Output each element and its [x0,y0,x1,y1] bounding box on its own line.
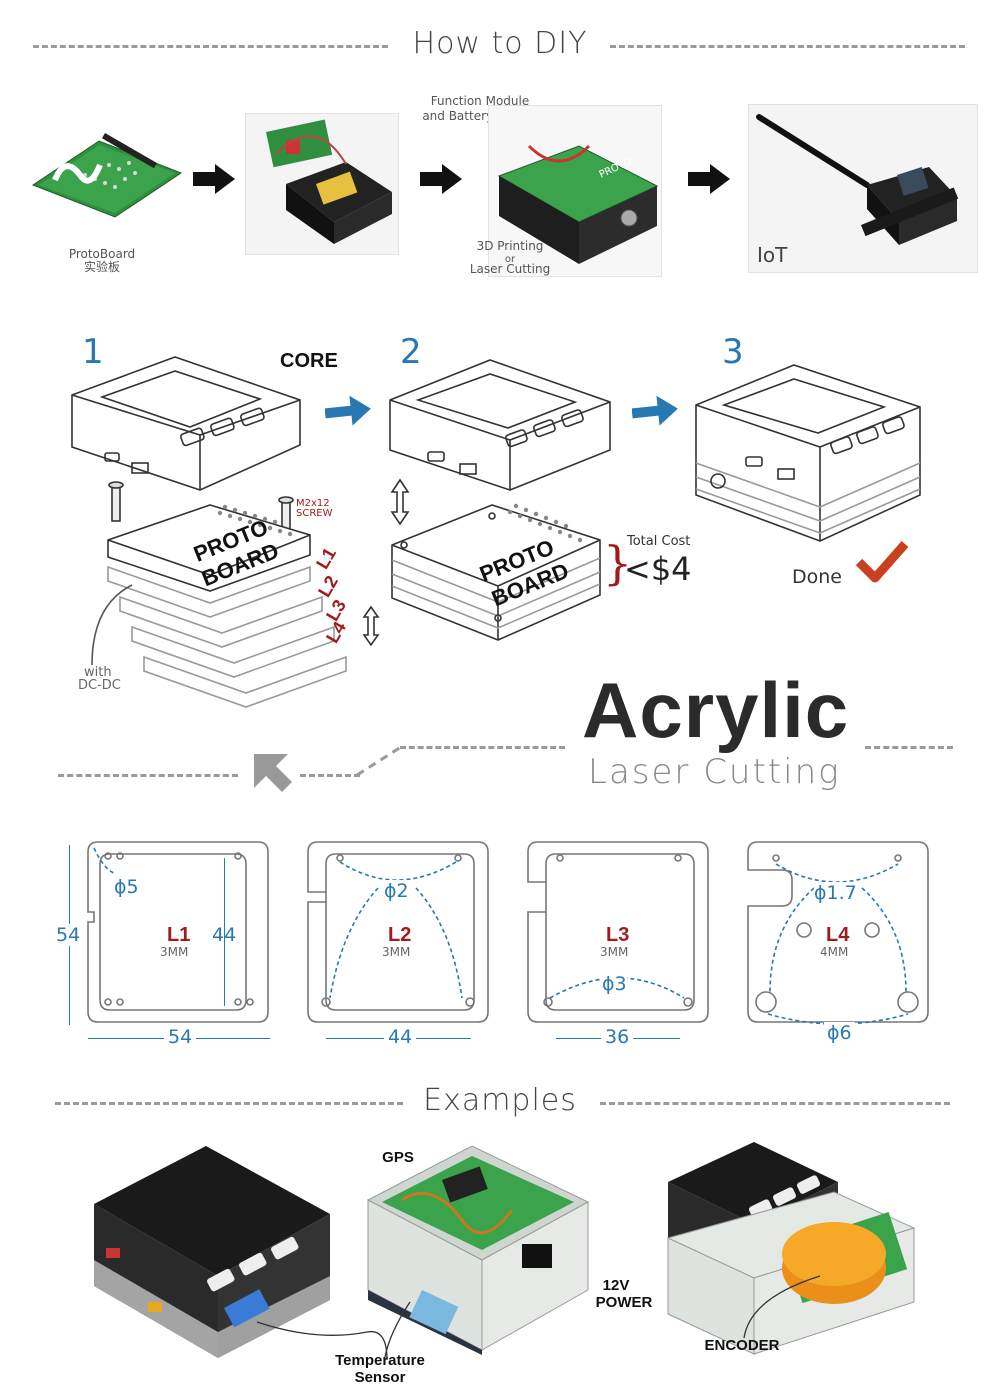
blue-arrow-icon [324,395,371,431]
step-number-3: 3 [722,332,744,372]
plate-l2 [306,840,491,1025]
divider-acrylic-3 [400,746,565,749]
encoder-label: ENCODER [704,1337,780,1354]
divider-acrylic-slant [355,745,405,782]
plate-l4-name: L4 [826,924,850,946]
function-module-caption: Function Module [430,94,530,108]
plate-l4-hole-label: ϕ1.7 [814,882,857,904]
printing-caption-or: or [504,254,516,265]
plate-l2-hole-label: ϕ2 [384,880,409,902]
step3-assembled-diagram [690,345,930,550]
core-with-battery-photo [245,113,399,255]
divider-examples-right [600,1102,950,1105]
cost-value: <$4 [624,550,692,588]
plate-l1-width: 54 [164,1026,197,1048]
temp-label-2: Sensor [354,1369,406,1386]
total-cost-label: Total Cost [627,534,691,549]
acrylic-title: Acrylic [582,666,850,754]
blue-arrow-icon [631,395,678,431]
step-number-2: 2 [400,332,422,372]
iot-label: IoT [757,243,788,267]
step-arrow-icon [193,164,235,199]
dcdc-label: DC-DC [78,678,121,693]
protoboard-photo [25,125,185,225]
example-black-core-photo [88,1140,338,1365]
screw-label-1: M2x12 [296,498,330,509]
plate-l3-name: L3 [606,924,630,946]
plate-l1-name: L1 [167,924,191,946]
protoboard-caption-en: ProtoBoard [68,247,136,261]
plate-l4-thick: 4MM [820,945,849,959]
dcdc-label-with: with [84,665,112,680]
screw-label-2: SCREW [296,508,333,519]
plate-l3-hole-label: ϕ3 [602,973,627,995]
divider-acrylic-1 [58,774,238,777]
divider-examples-left [55,1102,403,1105]
gps-label: GPS [382,1149,414,1166]
done-label: Done [792,566,842,588]
acrylic-subtitle: Laser Cutting [588,752,841,792]
checkmark-icon [855,540,909,589]
plate-l1-thick: 3MM [160,945,189,959]
protoboard-caption-cn: 实验板 [83,260,120,274]
plate-l1-inner-line [224,858,226,1006]
plate-l2-name: L2 [388,924,412,946]
plate-l1 [86,840,271,1025]
up-arrow-icon [250,748,294,799]
plate-l3-thick: 3MM [600,945,629,959]
divider-left [33,45,388,48]
cost-brace: } [603,536,633,590]
core-label: CORE [280,350,338,372]
plate-l4-hole2-label: ϕ6 [824,1022,855,1044]
power-label-1: 12V [602,1277,630,1294]
printing-caption-1: 3D Printing [476,239,544,253]
step1-exploded-diagram [60,335,390,735]
divider-right [610,45,965,48]
step2-diagram [380,340,630,650]
plate-l1-hole-label: ϕ5 [114,876,139,898]
example-encoder-photo [664,1138,918,1366]
plate-l2-width: 44 [384,1026,417,1048]
step-arrow-icon [420,164,462,199]
step-number-1: 1 [82,332,104,372]
divider-acrylic-4 [865,746,953,749]
example-gps-photo [362,1140,592,1355]
divider-acrylic-2 [300,774,360,777]
section-title-examples: Examples [423,1083,577,1118]
plate-l3-width: 36 [601,1026,634,1048]
plate-l1-height: 54 [56,924,81,946]
temp-label-1: Temperature [335,1352,425,1369]
iot-device-photo: IoT [748,104,978,273]
step-arrow-icon [688,164,730,199]
plate-l2-thick: 3MM [382,945,411,959]
power-label-2: POWER [595,1294,653,1311]
section-title-how-to: How to DIY [412,26,588,61]
printing-caption-2: Laser Cutting [469,262,551,276]
encoder-callout-line [740,1272,830,1347]
temp-callout-line [255,1300,435,1365]
assembled-module-photo: PROTO [488,105,662,277]
